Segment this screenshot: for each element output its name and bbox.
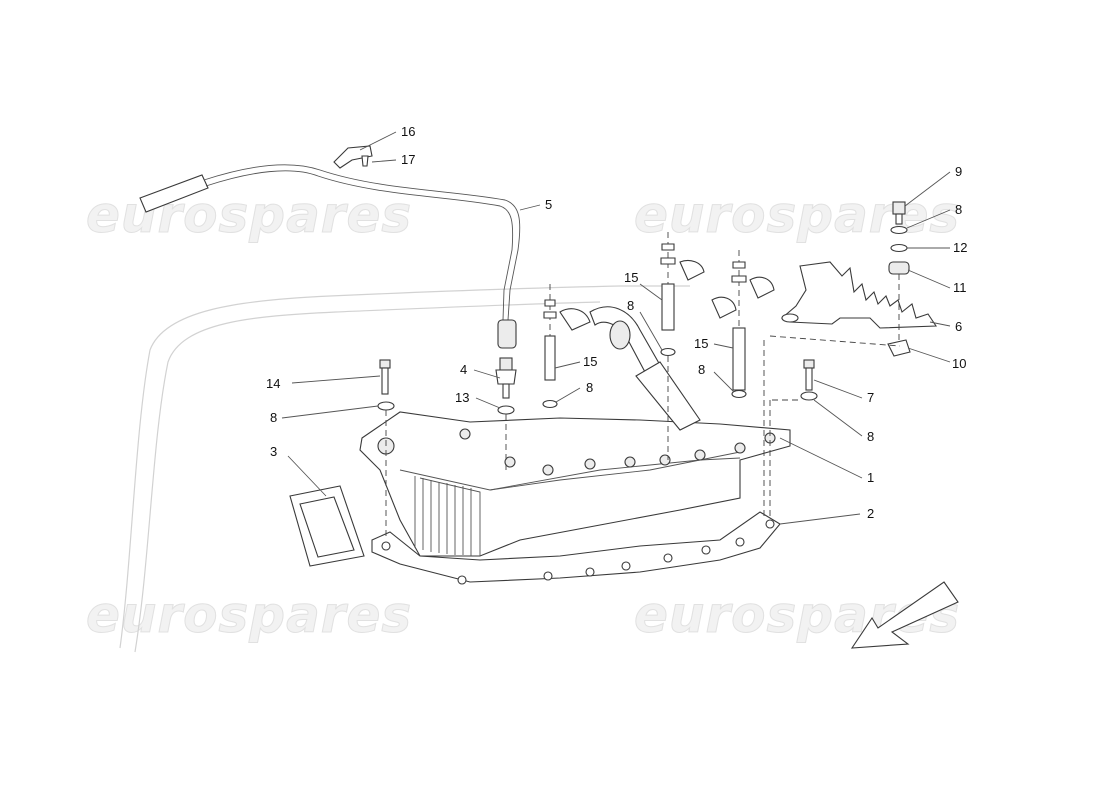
callout-16: 16	[401, 124, 415, 139]
callout-labels: 16 17 5 4 13 14 8 3 15 8 15 8 15 8 7 8 1…	[266, 124, 967, 521]
callout-11: 11	[953, 280, 967, 295]
callout-17: 17	[401, 152, 415, 167]
callout-4: 4	[460, 362, 467, 377]
callout-6: 6	[955, 319, 962, 334]
bolt-9	[892, 201, 906, 215]
washer-8-bolt7	[800, 391, 818, 401]
bushing-11	[888, 261, 910, 275]
bolt-7-head	[803, 359, 815, 369]
leader-lines	[281, 131, 951, 525]
callout-13: 13	[455, 390, 469, 405]
callout-8-middle: 8	[586, 380, 593, 395]
stud-15-right	[732, 327, 746, 391]
callout-9: 9	[955, 164, 962, 179]
callout-8-left: 8	[270, 410, 277, 425]
bolt-14-shank	[381, 367, 389, 395]
callout-10: 10	[952, 356, 966, 371]
washer-13	[497, 405, 515, 415]
cooling-fins	[414, 476, 472, 556]
callout-15-middle: 15	[583, 354, 597, 369]
direction-arrow	[850, 581, 959, 649]
gasket-holes	[381, 519, 775, 585]
washer-8-middle	[542, 399, 558, 409]
dipstick-tube	[139, 164, 521, 349]
callout-7: 7	[867, 390, 874, 405]
stud-15-center	[661, 283, 675, 331]
wiring-bracket	[781, 261, 938, 329]
callout-8-right: 8	[698, 362, 705, 377]
top-fastener-stack	[769, 201, 911, 357]
watermark-top-left: eurospares	[86, 186, 412, 244]
callout-8-top: 8	[955, 202, 962, 217]
callout-1: 1	[867, 470, 874, 485]
bolt-bosses	[377, 428, 776, 476]
callout-3: 3	[270, 444, 277, 459]
washer-8-right	[731, 389, 747, 399]
sensor-4-body	[499, 357, 513, 371]
callout-2: 2	[867, 506, 874, 521]
washer-12	[890, 243, 908, 253]
callout-5: 5	[545, 197, 552, 212]
callout-12: 12	[953, 240, 967, 255]
callout-15-right: 15	[694, 336, 708, 351]
callout-15-center: 15	[624, 270, 638, 285]
watermark-top-right: eurospares	[634, 186, 960, 244]
breather-hose	[589, 306, 701, 431]
watermark-bottom-left: eurospares	[86, 586, 412, 644]
rectangular-seal	[289, 485, 365, 567]
washer-8-top	[890, 225, 908, 235]
callout-8-center: 8	[627, 298, 634, 313]
tube-clip	[333, 145, 373, 169]
washer-8-center	[660, 347, 676, 357]
oil-pan-body	[359, 411, 791, 557]
fasteners	[377, 232, 818, 540]
stud-15-middle	[544, 335, 556, 381]
callout-14: 14	[266, 376, 280, 391]
callout-8-lower-right: 8	[867, 429, 874, 444]
washer-8-left	[377, 401, 395, 411]
nut-10	[887, 339, 911, 357]
background-hose-outline	[119, 285, 690, 653]
bolt-14-head	[379, 359, 391, 369]
